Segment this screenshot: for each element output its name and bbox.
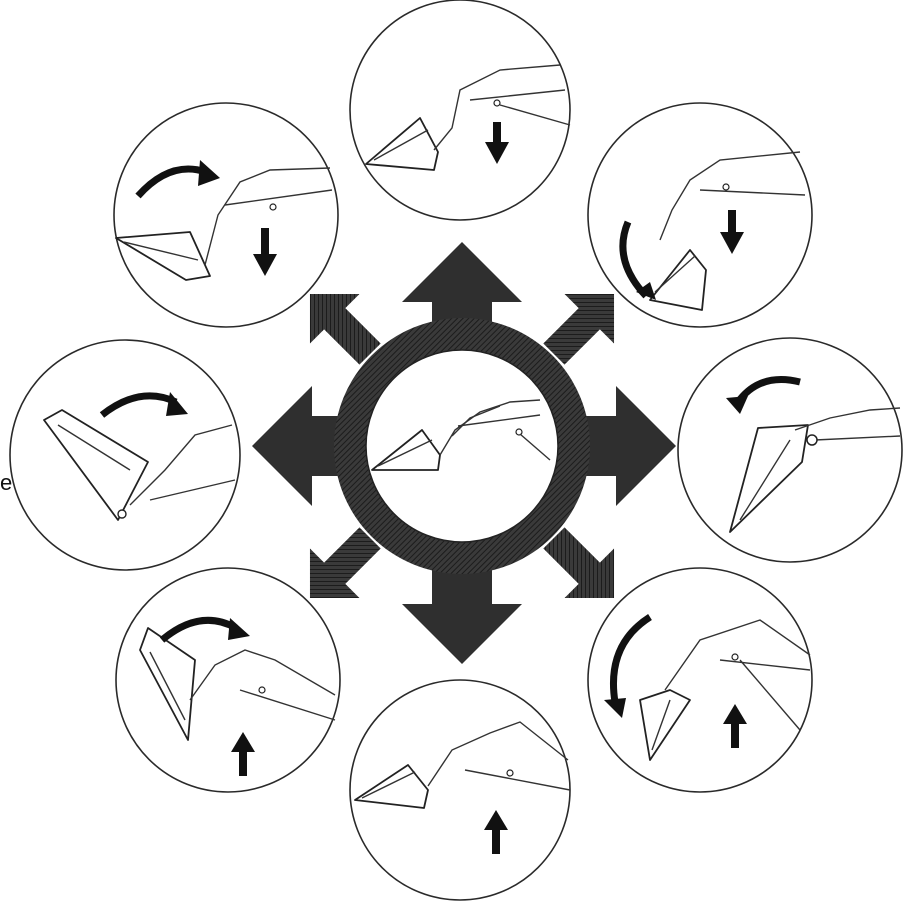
position-bottom-left — [116, 568, 340, 792]
position-bottom — [350, 680, 570, 900]
position-left — [10, 340, 240, 570]
position-top-right — [588, 103, 812, 327]
position-top-left — [114, 103, 338, 327]
center-position — [366, 350, 558, 542]
position-right — [678, 338, 902, 562]
position-top — [350, 0, 570, 220]
position-bottom-right — [588, 568, 812, 792]
